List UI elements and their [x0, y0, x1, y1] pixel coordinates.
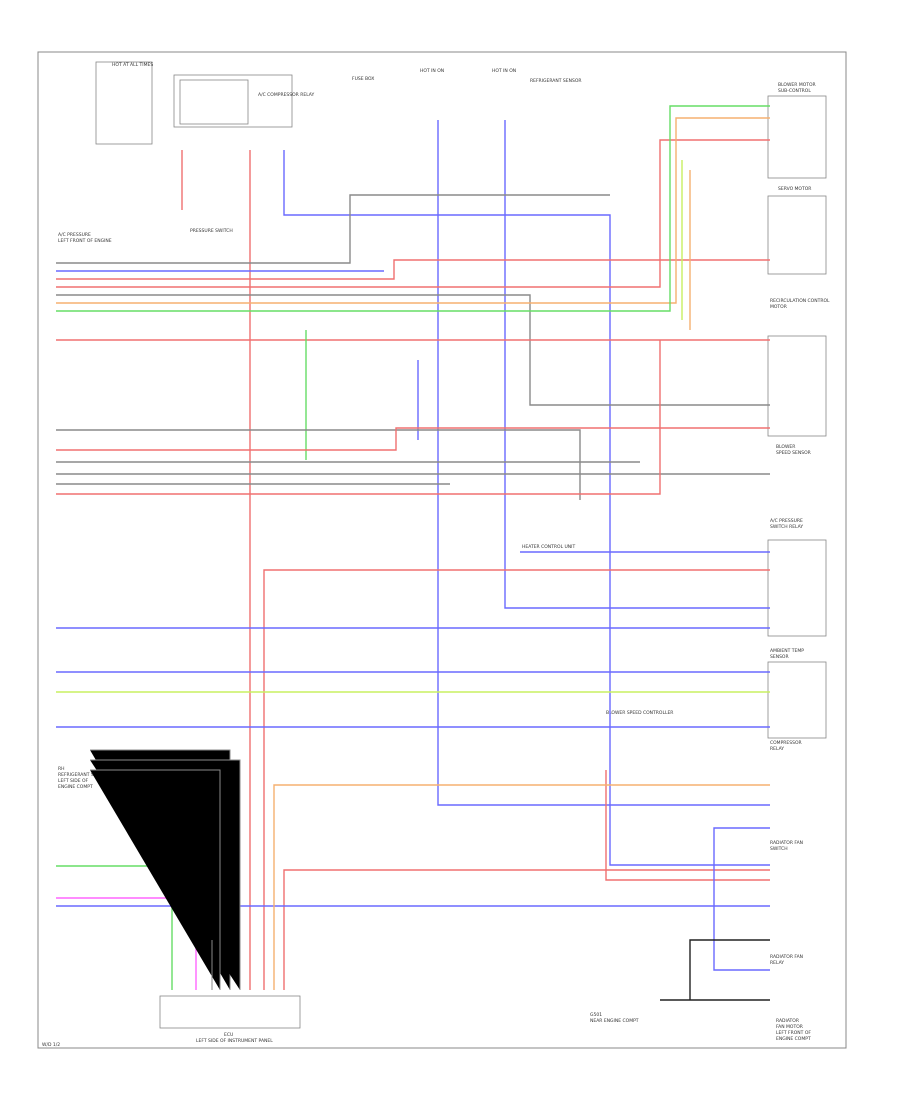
- right-label-5: A/C PRESSURE: [770, 518, 803, 524]
- right-label-4-sub: SPEED SENSOR: [776, 450, 811, 456]
- right-label-1-sub: SUB-CONTROL: [778, 88, 811, 94]
- wire-blue-right: [713, 827, 770, 971]
- top-right-a: HOT IN ON: [420, 68, 444, 74]
- connector-label-sub: LEFT SIDE OF INSTRUMENT PANEL: [196, 1038, 273, 1044]
- top-right-c: REFRIGERANT SENSOR: [530, 78, 582, 84]
- left-sensor-label: A/C PRESSURE: [58, 232, 91, 238]
- right-label-3-sub: MOTOR: [770, 304, 787, 310]
- right-label-5-sub: SWITCH RELAY: [770, 524, 803, 530]
- left-sensor2-label: PRESSURE SWITCH: [190, 228, 233, 234]
- top-left-label: HOT AT ALL TIMES: [112, 62, 153, 68]
- wire-red-lower: [283, 869, 770, 990]
- right-label-10-sub3: ENGINE COMPT: [776, 1036, 811, 1042]
- right-box-3: [767, 335, 827, 437]
- left-lower-sub2: LEFT SIDE OF: [58, 778, 89, 784]
- right-box-5: [767, 539, 827, 637]
- wire-h6: [56, 117, 770, 304]
- left-sensor-sub: LEFT FRONT OF ENGINE: [58, 238, 112, 244]
- wire-h3: [56, 259, 770, 280]
- wire-h9: [56, 429, 581, 500]
- diagram-frame: [37, 51, 847, 1049]
- right-label-1: BLOWER MOTOR: [778, 82, 816, 88]
- wire-blue-trunk-c: [283, 150, 770, 866]
- right-label-9: RADIATOR FAN: [770, 954, 803, 960]
- right-label-7: COMPRESSOR: [770, 740, 802, 746]
- wire-h14: [56, 340, 661, 495]
- right-box-6: [767, 661, 827, 739]
- top-left-box: [95, 61, 153, 145]
- right-label-4: BLOWER: [776, 444, 795, 450]
- wire-red-mid: [605, 770, 770, 881]
- wire-h5: [56, 294, 770, 406]
- wire-h4: [56, 139, 770, 288]
- wire-orange-low: [273, 784, 770, 990]
- bottom-connector: [159, 995, 301, 1029]
- right-label-8-sub: SWITCH: [770, 846, 788, 852]
- left-lower-label: RH: [58, 766, 65, 772]
- right-label-3: RECIRCULATION CONTROL: [770, 298, 830, 304]
- left-lower-sub: REFRIGERANT SENSOR: [58, 772, 110, 778]
- wire-black-ground: [660, 939, 770, 1001]
- wire-h1: [56, 194, 610, 264]
- relay-inner: [179, 79, 249, 125]
- mid-label: HEATER CONTROL UNIT: [522, 544, 575, 550]
- right-label-10-sub2: LEFT FRONT OF: [776, 1030, 811, 1036]
- right-box-2: [767, 195, 827, 275]
- top-right-b: HOT IN ON: [492, 68, 516, 74]
- right-label-6: AMBIENT TEMP: [770, 648, 804, 654]
- right-label-6-sub: SENSOR: [770, 654, 789, 660]
- footer-label: W/D 1/2: [42, 1042, 60, 1048]
- right-label-10-sub: FAN MOTOR: [776, 1024, 803, 1030]
- connector-label: ECU: [224, 1032, 233, 1038]
- wire-layer: [56, 105, 770, 1001]
- right-label-2: SERVO MOTOR: [778, 186, 811, 192]
- right-label-10: RADIATOR: [776, 1018, 799, 1024]
- wire-blue-trunk-a: [437, 120, 770, 806]
- wire-red-loop: [263, 569, 770, 990]
- ground-label: G501: [590, 1012, 602, 1018]
- wire-h10: [56, 427, 770, 451]
- right-box-1: [767, 95, 827, 179]
- wire-h7: [56, 105, 770, 312]
- wire-green-low: [56, 865, 173, 990]
- relay-box: [173, 74, 293, 128]
- mid-label2: BLOWER SPEED CONTROLLER: [606, 710, 673, 716]
- wire-gray-bundle-3: [90, 769, 221, 990]
- fuse-box-label: FUSE BOX: [352, 76, 374, 82]
- right-label-7-sub: RELAY: [770, 746, 784, 752]
- left-lower-sub3: ENGINE COMPT: [58, 784, 93, 790]
- right-label-8: RADIATOR FAN: [770, 840, 803, 846]
- relay-label: A/C COMPRESSOR RELAY: [258, 92, 315, 98]
- ground-label-sub: NEAR ENGINE COMPT: [590, 1018, 639, 1024]
- wire-blue-trunk-b: [504, 120, 770, 609]
- right-label-9-sub: RELAY: [770, 960, 784, 966]
